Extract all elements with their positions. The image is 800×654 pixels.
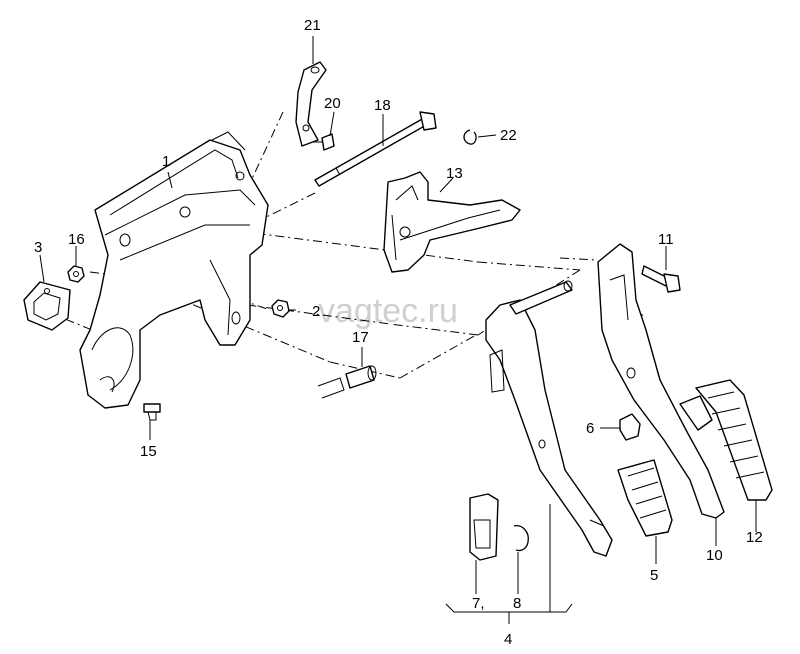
callout-15: 15 — [140, 443, 157, 460]
callout-10: 10 — [706, 547, 723, 564]
watermark: vagtec.ru — [318, 292, 458, 330]
callout-5: 5 — [650, 567, 658, 584]
callout-3: 3 — [34, 239, 42, 256]
clip-22 — [463, 129, 477, 145]
callout-13: 13 — [446, 165, 463, 182]
callout-4: 4 — [504, 631, 512, 648]
clip-7 — [469, 493, 499, 561]
callout-18: 18 — [374, 97, 391, 114]
callout-17: 17 — [352, 329, 369, 346]
nut-2 — [271, 299, 290, 318]
mounting-plate — [23, 281, 71, 331]
clip-8 — [513, 525, 529, 552]
callout-20: 20 — [324, 95, 341, 112]
callout-22: 22 — [500, 127, 517, 144]
brake-pedal — [597, 243, 725, 519]
pedal-pad-5 — [617, 459, 673, 537]
callout-1: 1 — [162, 153, 170, 170]
clip-21 — [295, 61, 327, 147]
lever-13 — [383, 171, 521, 273]
callout-2: 2 — [312, 303, 320, 320]
callout-6: 6 — [586, 420, 594, 437]
callout-12: 12 — [746, 529, 763, 546]
callout-21: 21 — [304, 17, 321, 34]
stop-6 — [619, 413, 641, 441]
accelerator-pedal — [695, 379, 773, 501]
leader-lines — [39, 36, 757, 624]
pedal-bracket — [79, 131, 269, 409]
callout-11: 11 — [658, 231, 674, 248]
callout-7: 7, — [472, 595, 485, 612]
bolt-15 — [143, 403, 161, 421]
nut-16 — [67, 265, 85, 283]
screw-11 — [641, 265, 681, 293]
screw-20 — [312, 133, 335, 151]
clutch-pedal — [485, 280, 613, 557]
callout-8: 8 — [513, 595, 521, 612]
callout-16: 16 — [68, 231, 85, 248]
callouts: 1 2 3 4 5 6 7, 8 10 11 12 13 15 16 17 18… — [34, 17, 763, 648]
shaft-18 — [314, 111, 437, 187]
bushing-17 — [317, 365, 377, 399]
